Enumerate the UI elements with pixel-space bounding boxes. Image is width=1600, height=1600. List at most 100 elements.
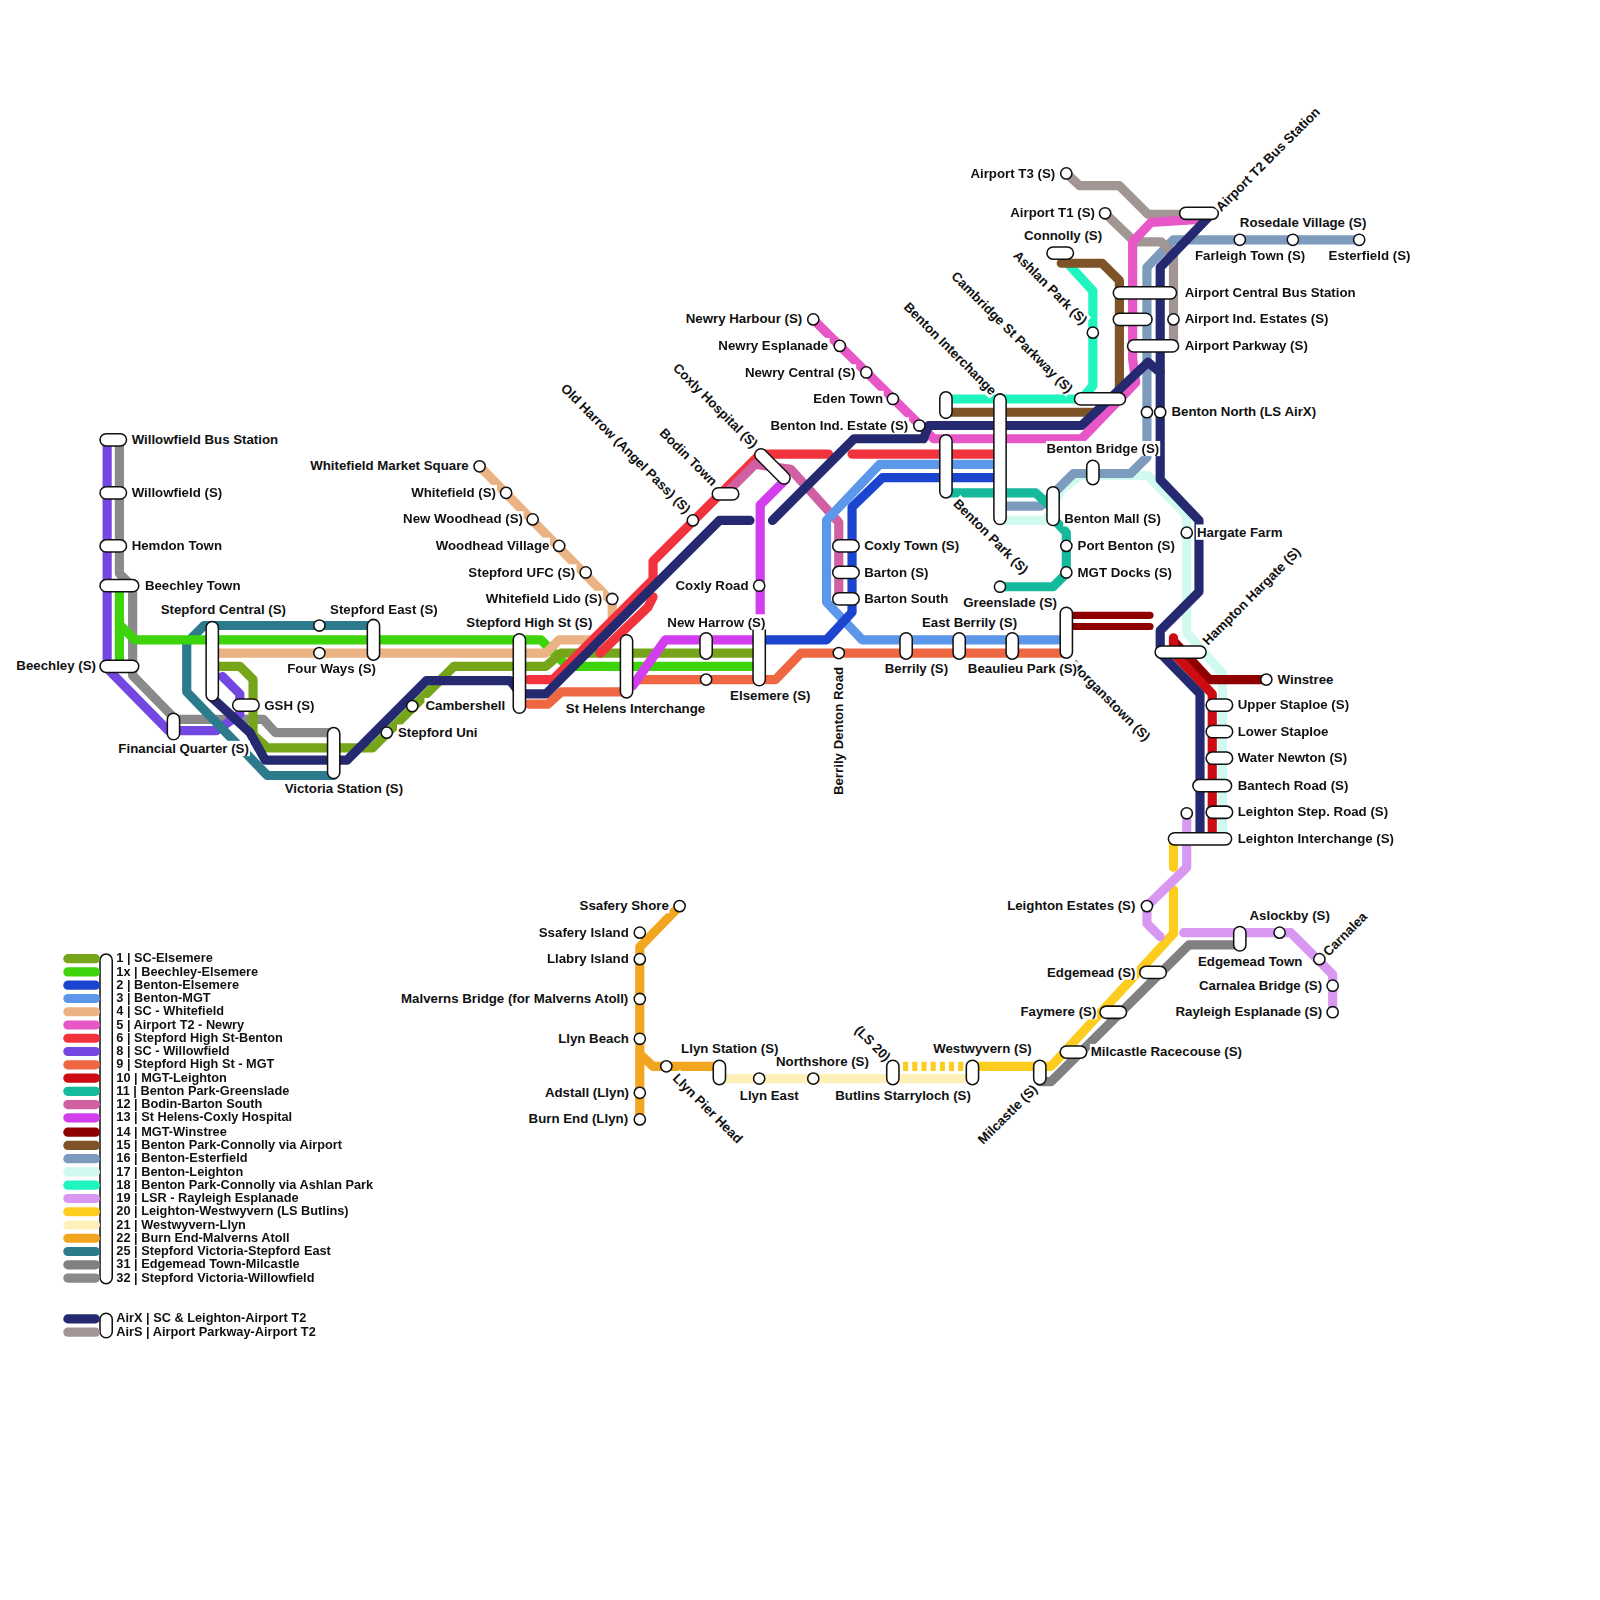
legend-swatch bbox=[63, 1221, 100, 1230]
station-name: Woodhead Village bbox=[435, 537, 551, 552]
station-name: Leighton Estates (S) bbox=[1006, 897, 1136, 912]
legend-text: 3 | Benton-MGT bbox=[116, 992, 210, 1005]
legend-text: 8 | SC - Willowfield bbox=[116, 1045, 229, 1058]
legend-swatch bbox=[63, 1087, 100, 1096]
station-name: Airport Parkway (S) bbox=[1184, 337, 1309, 352]
legend-swatch bbox=[63, 1327, 100, 1336]
legend-swatch bbox=[63, 1234, 100, 1243]
legend-text: 22 | Burn End-Malverns Atoll bbox=[116, 1232, 289, 1245]
station-name: Llabry Island bbox=[546, 951, 630, 966]
legend-text: 17 | Benton-Leighton bbox=[116, 1165, 243, 1178]
station-name: Benton Bridge (S) bbox=[1045, 440, 1160, 455]
station-dots bbox=[314, 168, 1365, 1125]
legend-swatch bbox=[63, 1060, 100, 1069]
station-name: Esterfield (S) bbox=[1328, 247, 1412, 262]
legend-swatch bbox=[63, 1020, 100, 1029]
station-name: Financial Quarter (S) bbox=[117, 740, 250, 755]
legend-swatch bbox=[63, 1247, 100, 1256]
legend-text: 2 | Benton-Elsemere bbox=[116, 978, 239, 991]
station-name: Llyn East bbox=[739, 1087, 800, 1102]
station-name: Llyn Beach bbox=[557, 1030, 630, 1045]
station-name: Willowfield (S) bbox=[131, 484, 224, 499]
legend-text: 25 | Stepford Victoria-Stepford East bbox=[116, 1245, 331, 1258]
legend-swatch bbox=[63, 1034, 100, 1043]
legend-text: 20 | Leighton-Westwyvern (LS Butlins) bbox=[116, 1205, 348, 1218]
legend-text: 18 | Benton Park-Connolly via Ashlan Par… bbox=[116, 1178, 373, 1191]
station-name: Water Newton (S) bbox=[1237, 749, 1348, 764]
legend-swatch bbox=[63, 1047, 100, 1056]
station-name: Milcastle Racecouse (S) bbox=[1090, 1043, 1243, 1058]
station-name: Coxly Road bbox=[674, 577, 749, 592]
station-name: Rayleigh Esplanade (S) bbox=[1174, 1004, 1323, 1019]
legend-text: 15 | Benton Park-Connolly via Airport bbox=[116, 1138, 342, 1151]
legend-text: 16 | Benton-Esterfield bbox=[116, 1152, 247, 1165]
legend-text: 21 | Westwyvern-Llyn bbox=[116, 1218, 246, 1231]
station-name: Connolly (S) bbox=[1023, 227, 1103, 242]
station-name: Stepford Uni bbox=[397, 724, 479, 739]
legend-swatch bbox=[63, 1314, 100, 1323]
station-name: Burn End (Llyn) bbox=[528, 1111, 630, 1126]
legend-text: 5 | Airport T2 - Newry bbox=[116, 1018, 244, 1031]
station-name: Eden Town bbox=[812, 390, 884, 405]
station-name: Airport T3 (S) bbox=[969, 165, 1056, 180]
legend-text: 31 | Edgemead Town-Milcastle bbox=[116, 1258, 299, 1271]
legend-text: 12 | Bodin-Barton South bbox=[116, 1098, 262, 1111]
station-name: Carnalea Bridge (S) bbox=[1198, 977, 1323, 992]
station-name: Winstree bbox=[1277, 671, 1335, 686]
station-name: Willowfield Bus Station bbox=[131, 431, 280, 446]
station-name: MGT Docks (S) bbox=[1077, 564, 1173, 579]
station-name: Cambershell bbox=[424, 697, 506, 712]
station-name: Hargate Farm bbox=[1196, 524, 1284, 539]
station-name: Coxly Town (S) bbox=[863, 537, 960, 552]
station-name: Airport T1 (S) bbox=[1009, 205, 1096, 220]
station-name: Adstall (Llyn) bbox=[544, 1084, 630, 1099]
station-name: Llyn Station (S) bbox=[680, 1040, 779, 1055]
legend-swatch bbox=[63, 967, 100, 976]
legend-text: 1 | SC-Elsemere bbox=[116, 952, 212, 965]
legend-text: 13 | St Helens-Coxly Hospital bbox=[116, 1112, 292, 1125]
station-name: Northshore (S) bbox=[775, 1054, 870, 1069]
station-name: Airport Ind. Estates (S) bbox=[1184, 311, 1330, 326]
station-pills bbox=[100, 207, 1246, 1338]
station-name: Victoria Station (S) bbox=[284, 780, 404, 795]
station-name: Newry Harbour (S) bbox=[685, 311, 804, 326]
station-name: Hampton Hargate (S) bbox=[1199, 543, 1305, 649]
legend-swatch bbox=[63, 1194, 100, 1203]
station-name: Edgemead (S) bbox=[1046, 964, 1136, 979]
station-name: New Woodhead (S) bbox=[402, 511, 524, 526]
station-name: Beechley (S) bbox=[15, 658, 97, 673]
station-name: Barton (S) bbox=[863, 564, 929, 579]
station-name: Stepford Central (S) bbox=[160, 602, 287, 617]
legend-swatch bbox=[63, 954, 100, 963]
station-name: Leighton Step. Road (S) bbox=[1237, 804, 1389, 819]
legend-swatch bbox=[63, 1140, 100, 1149]
station-name: Farleigh Town (S) bbox=[1194, 247, 1306, 262]
station-name: Butlins Starryloch (S) bbox=[834, 1087, 972, 1102]
station-name: New Harrow (S) bbox=[666, 614, 766, 629]
legend-text: 11 | Benton Park-Greenslade bbox=[116, 1085, 289, 1098]
station-name: Upper Staploe (S) bbox=[1237, 696, 1350, 711]
legend-text: 1x | Beechley-Elsemere bbox=[116, 965, 258, 978]
station-name: Benton Ind. Estate (S) bbox=[769, 417, 909, 432]
station-name: Port Benton (S) bbox=[1077, 537, 1176, 552]
legend-swatch bbox=[63, 1167, 100, 1176]
station-name: Leighton Interchange (S) bbox=[1237, 830, 1395, 845]
station-name: Aslockby (S) bbox=[1248, 908, 1330, 923]
station-name: Faymere (S) bbox=[1019, 1004, 1097, 1019]
legend-swatch bbox=[63, 1127, 100, 1136]
legend-swatch bbox=[63, 1274, 100, 1283]
station-name: Ssafery Island bbox=[538, 924, 630, 939]
legend-swatch bbox=[63, 1154, 100, 1163]
legend-text: 32 | Stepford Victoria-Willowfield bbox=[116, 1272, 314, 1285]
station-name: Stepford High St (S) bbox=[465, 614, 593, 629]
legend-swatch bbox=[63, 1114, 100, 1123]
station-name: Whitefield (S) bbox=[410, 484, 497, 499]
legend-swatch bbox=[63, 1261, 100, 1270]
station-name: GSH (S) bbox=[263, 697, 315, 712]
legend-text: 19 | LSR - Rayleigh Esplanade bbox=[116, 1192, 298, 1205]
legend-swatch bbox=[63, 980, 100, 989]
station-name: Beechley Town bbox=[144, 577, 242, 592]
station-name: Airport T2 Bus Station bbox=[1212, 103, 1324, 215]
